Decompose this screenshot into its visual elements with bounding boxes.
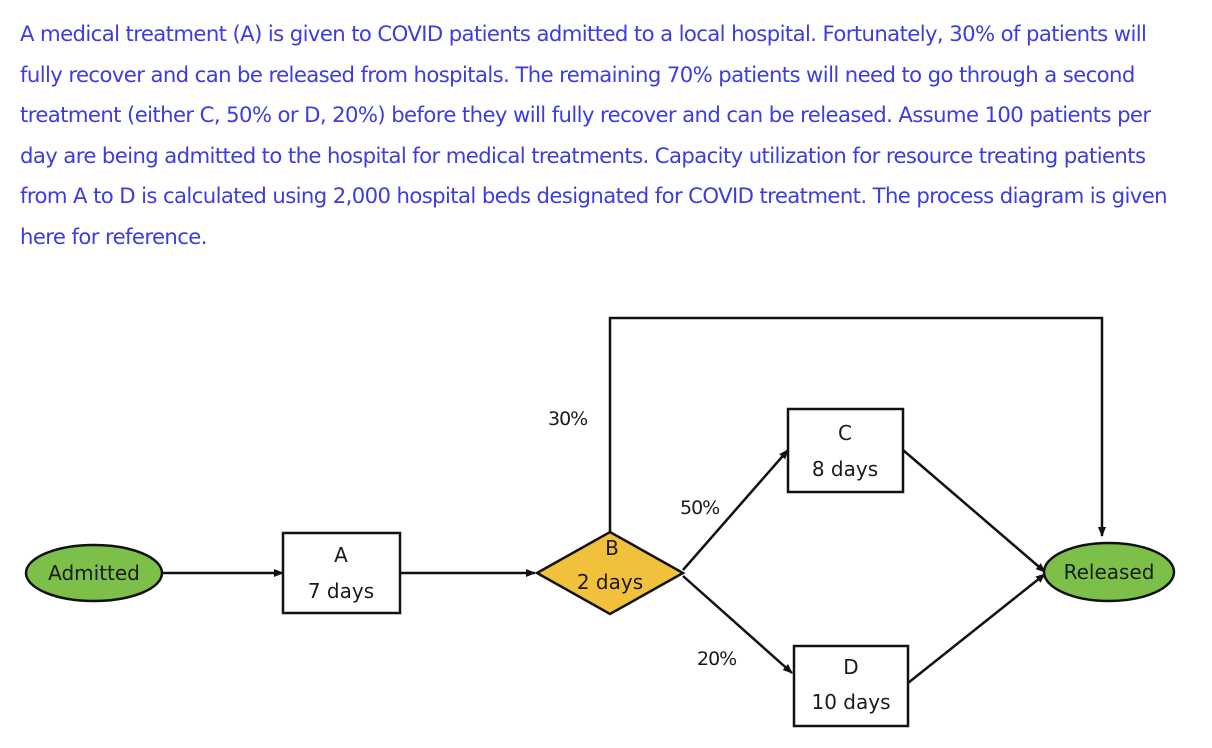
node-d-duration: 10 days: [811, 690, 890, 714]
admitted-label: Admitted: [48, 561, 140, 585]
node-b: B 2 days: [534, 530, 686, 616]
node-c-name: C: [838, 421, 852, 445]
node-a-name: A: [334, 543, 348, 567]
edge-label-50-percent: 50%: [680, 497, 719, 519]
edge-label-20-percent: 20%: [697, 648, 736, 670]
arrow-c-to-released: [902, 449, 1046, 573]
node-admitted: Admitted: [24, 543, 164, 603]
node-c-duration: 8 days: [812, 457, 878, 481]
node-d-name: D: [843, 655, 858, 679]
released-label: Released: [1064, 560, 1155, 584]
arrow-b-to-released: [608, 316, 1106, 540]
edge-label-30-percent: 30%: [548, 408, 587, 430]
node-b-duration: 2 days: [577, 570, 643, 594]
problem-statement: A medical treatment (A) is given to COVI…: [20, 21, 1168, 249]
node-a-duration: 7 days: [308, 579, 374, 603]
node-a: A 7 days: [281, 531, 402, 615]
arrow-b-to-d: [682, 575, 793, 674]
node-d: D 10 days: [792, 644, 910, 728]
node-c: C 8 days: [786, 407, 905, 494]
node-released: Released: [1042, 541, 1176, 603]
node-b-name: B: [605, 536, 619, 560]
arrow-b-to-c: [682, 449, 789, 571]
arrow-d-to-released: [907, 573, 1046, 684]
